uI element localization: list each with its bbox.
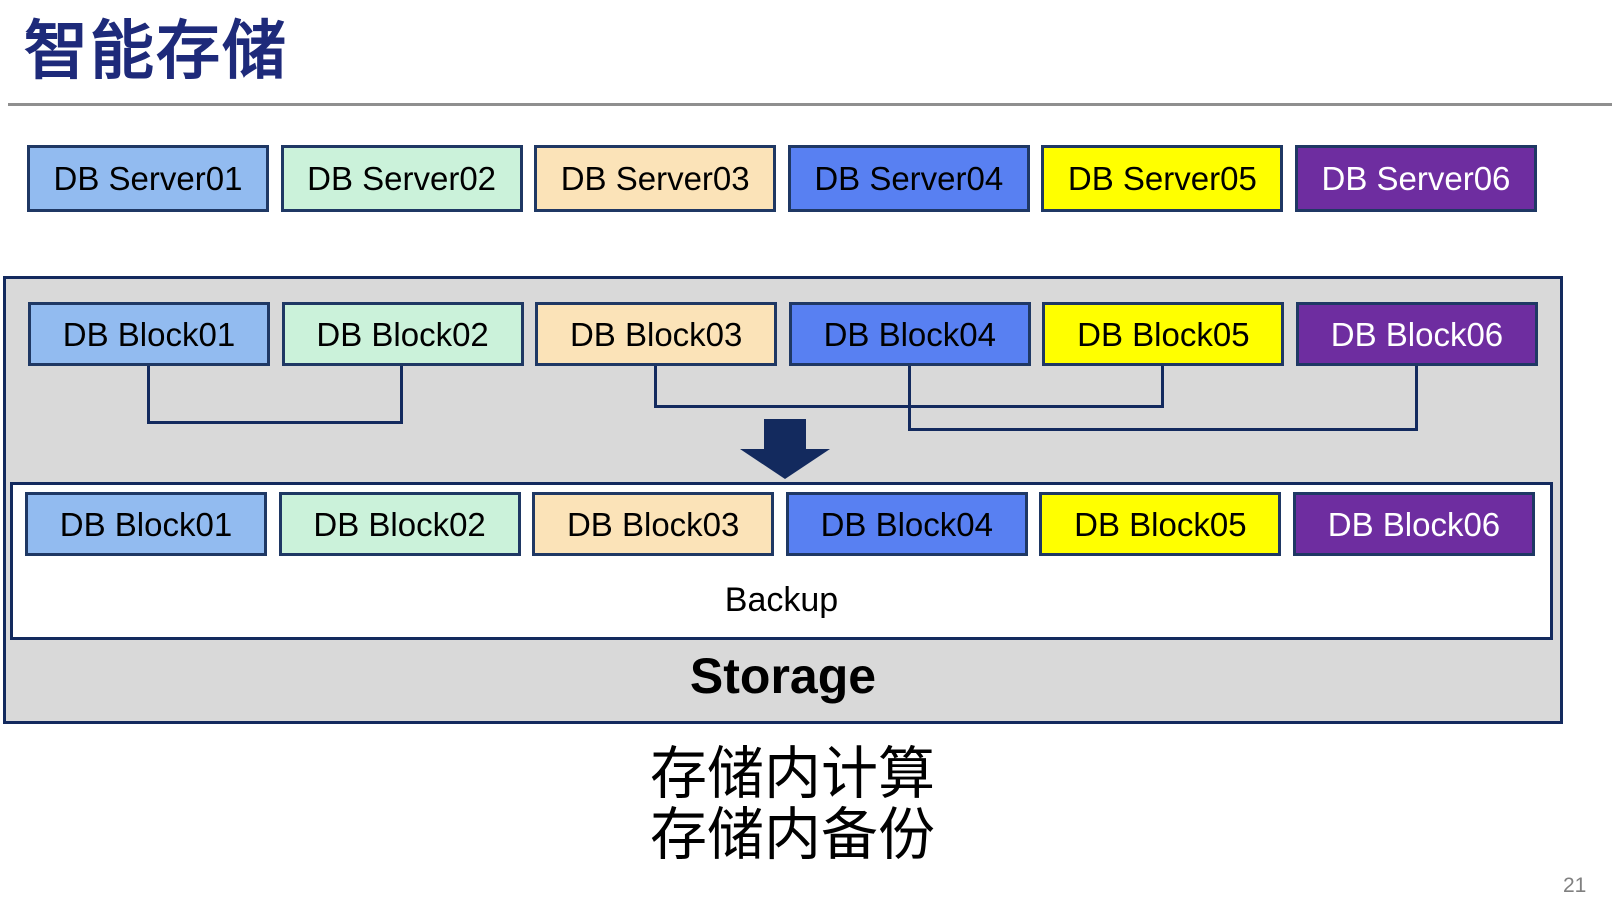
- db-block-box: DB Block02: [278, 492, 521, 556]
- down-arrow-icon: [764, 419, 806, 449]
- db-block-box: DB Block02: [281, 302, 524, 366]
- db-block-box: DB Block06: [1295, 302, 1538, 366]
- db-block-box: DB Block03: [535, 302, 778, 366]
- caption: 存储内计算 存储内备份: [650, 744, 935, 866]
- db-block-box: DB Block05: [1039, 492, 1282, 556]
- db-server-box: DB Server04: [787, 145, 1030, 212]
- title-divider: [8, 103, 1612, 106]
- db-block-box: DB Block04: [788, 302, 1031, 366]
- connector-line: [908, 366, 911, 431]
- connector-line: [400, 366, 403, 424]
- connector-line: [147, 366, 150, 424]
- storage-label: Storage: [689, 648, 877, 704]
- db-block-box: DB Block03: [532, 492, 775, 556]
- db-block-box: DB Block01: [28, 302, 270, 366]
- db-block-box: DB Block04: [785, 492, 1028, 556]
- connector-line: [654, 366, 657, 408]
- db-server-box: DB Server06: [1294, 145, 1537, 212]
- connector-line: [1161, 366, 1164, 408]
- db-server-box: DB Server05: [1041, 145, 1284, 212]
- connector-line: [908, 428, 1418, 431]
- page-number: 21: [1563, 874, 1587, 897]
- db-block-box: DB Block06: [1292, 492, 1535, 556]
- connector-line: [147, 421, 403, 424]
- page-title: 智能存储: [24, 15, 288, 87]
- db-server-box: DB Server03: [534, 145, 777, 212]
- connector-line: [1415, 366, 1418, 431]
- caption-line-1: 存储内计算: [650, 742, 935, 806]
- db-block-box: DB Block05: [1042, 302, 1285, 366]
- caption-line-2: 存储内备份: [650, 803, 935, 867]
- db-server-box: DB Server02: [280, 145, 523, 212]
- down-arrow-icon: [740, 449, 830, 479]
- db-server-box: DB Server01: [27, 145, 269, 212]
- backup-label: Backup: [724, 581, 839, 619]
- db-block-box: DB Block01: [25, 492, 267, 556]
